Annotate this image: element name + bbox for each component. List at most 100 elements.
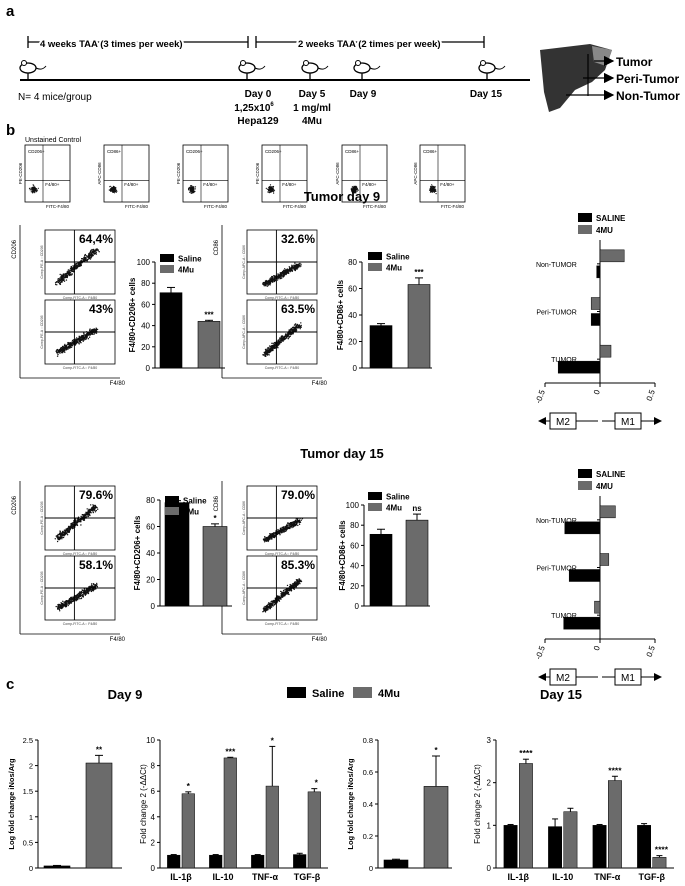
inner-x-label: Comp-FITC-A :: F4/80 xyxy=(265,296,299,300)
event-dot xyxy=(268,192,271,194)
event-dot xyxy=(115,189,117,191)
event-dot xyxy=(89,330,91,332)
event-dot xyxy=(353,185,355,187)
event-dot xyxy=(287,522,289,524)
event-dot xyxy=(81,258,83,260)
event-dot xyxy=(58,607,60,609)
event-dot xyxy=(278,343,280,345)
event-dot xyxy=(279,530,281,532)
event-dot xyxy=(298,579,300,581)
event-dot xyxy=(79,340,82,342)
event-dot xyxy=(274,347,277,349)
event-dot xyxy=(188,187,190,189)
event-dot xyxy=(83,519,86,521)
event-dot xyxy=(282,589,285,592)
event-dot xyxy=(92,251,95,253)
event-dot xyxy=(272,187,274,189)
unstained-quadrant-label: F4/80+ xyxy=(124,182,139,187)
inner-y-label: Comp-APC-A :: CD86 xyxy=(242,571,246,605)
event-dot xyxy=(68,598,70,601)
event-dot xyxy=(71,273,73,275)
event-dot xyxy=(84,334,86,336)
event-dot xyxy=(62,533,65,535)
event-dot xyxy=(269,349,271,351)
event-dot xyxy=(76,524,79,527)
event-dot xyxy=(286,584,289,587)
event-dot xyxy=(267,607,270,609)
legend-label: Saline xyxy=(386,493,410,502)
inner-y-label: Comp-PE-A :: CD206 xyxy=(40,571,44,604)
event-dot xyxy=(281,595,283,597)
event-dot xyxy=(32,192,34,194)
event-dot xyxy=(288,589,291,591)
event-dot xyxy=(76,263,78,265)
event-dot xyxy=(291,526,293,529)
y-tick-label: 1.5 xyxy=(23,787,33,796)
event-dot xyxy=(81,595,84,597)
event-dot xyxy=(84,257,86,259)
event-dot xyxy=(266,537,268,539)
event-dot xyxy=(60,532,62,534)
event-dot xyxy=(54,538,56,540)
y-tick-label: 40 xyxy=(141,322,150,331)
y-axis-label: F4/80+CD206+ cells xyxy=(128,277,137,352)
category-label: Non-TUMOR xyxy=(536,262,577,269)
event-dot xyxy=(72,267,75,270)
event-dot xyxy=(291,266,293,268)
day5-drug: 4Mu xyxy=(302,116,322,127)
event-dot xyxy=(110,187,112,190)
event-dot xyxy=(282,595,285,597)
event-dot xyxy=(56,348,59,351)
event-dot xyxy=(95,509,98,512)
event-dot xyxy=(68,272,71,274)
event-dot xyxy=(56,352,58,354)
quadrant-percentage: 85.3% xyxy=(281,558,315,572)
event-dot xyxy=(64,530,67,532)
event-dot xyxy=(291,332,293,334)
event-dot xyxy=(270,534,272,537)
event-dot xyxy=(287,592,289,594)
event-dot xyxy=(263,609,265,611)
event-dot xyxy=(352,190,354,192)
event-dot xyxy=(189,189,192,191)
event-dot xyxy=(287,333,289,336)
event-dot xyxy=(270,189,272,191)
event-dot xyxy=(295,267,298,269)
y-tick-label: 0 xyxy=(151,602,156,611)
event-dot xyxy=(113,189,115,192)
event-dot xyxy=(59,349,61,351)
event-dot xyxy=(76,341,79,344)
event-dot xyxy=(71,526,74,528)
event-dot xyxy=(60,602,62,604)
event-dot xyxy=(95,329,97,331)
event-dot xyxy=(63,601,65,603)
event-dot xyxy=(75,268,77,270)
event-dot xyxy=(84,514,86,516)
event-dot xyxy=(86,508,88,510)
event-dot xyxy=(62,276,65,278)
hbar-saline xyxy=(590,313,601,326)
event-dot xyxy=(295,324,297,327)
event-dot xyxy=(264,355,266,357)
event-dot xyxy=(279,337,281,339)
event-dot xyxy=(296,324,298,326)
y-tick-label: 8 xyxy=(151,762,156,771)
event-dot xyxy=(296,579,299,581)
event-dot xyxy=(90,588,92,591)
m2-box xyxy=(549,412,577,430)
event-dot xyxy=(93,504,95,507)
event-dot xyxy=(89,258,92,260)
event-dot xyxy=(289,588,291,590)
event-dot xyxy=(268,279,270,281)
span2-label: 2 weeks TAA (2 times per week) xyxy=(298,39,441,50)
y-tick-label: 0 xyxy=(146,364,151,373)
event-dot xyxy=(281,335,283,337)
event-dot xyxy=(76,265,78,267)
event-dot xyxy=(295,585,297,587)
event-dot xyxy=(279,338,281,340)
x-tick-label: 0.5 xyxy=(645,644,657,658)
event-dot xyxy=(291,523,294,526)
unstained-quadrant-label: F4/80+ xyxy=(45,182,60,187)
event-dot xyxy=(63,274,66,276)
unstained-x-label: FITC-F4/80 xyxy=(204,204,228,209)
